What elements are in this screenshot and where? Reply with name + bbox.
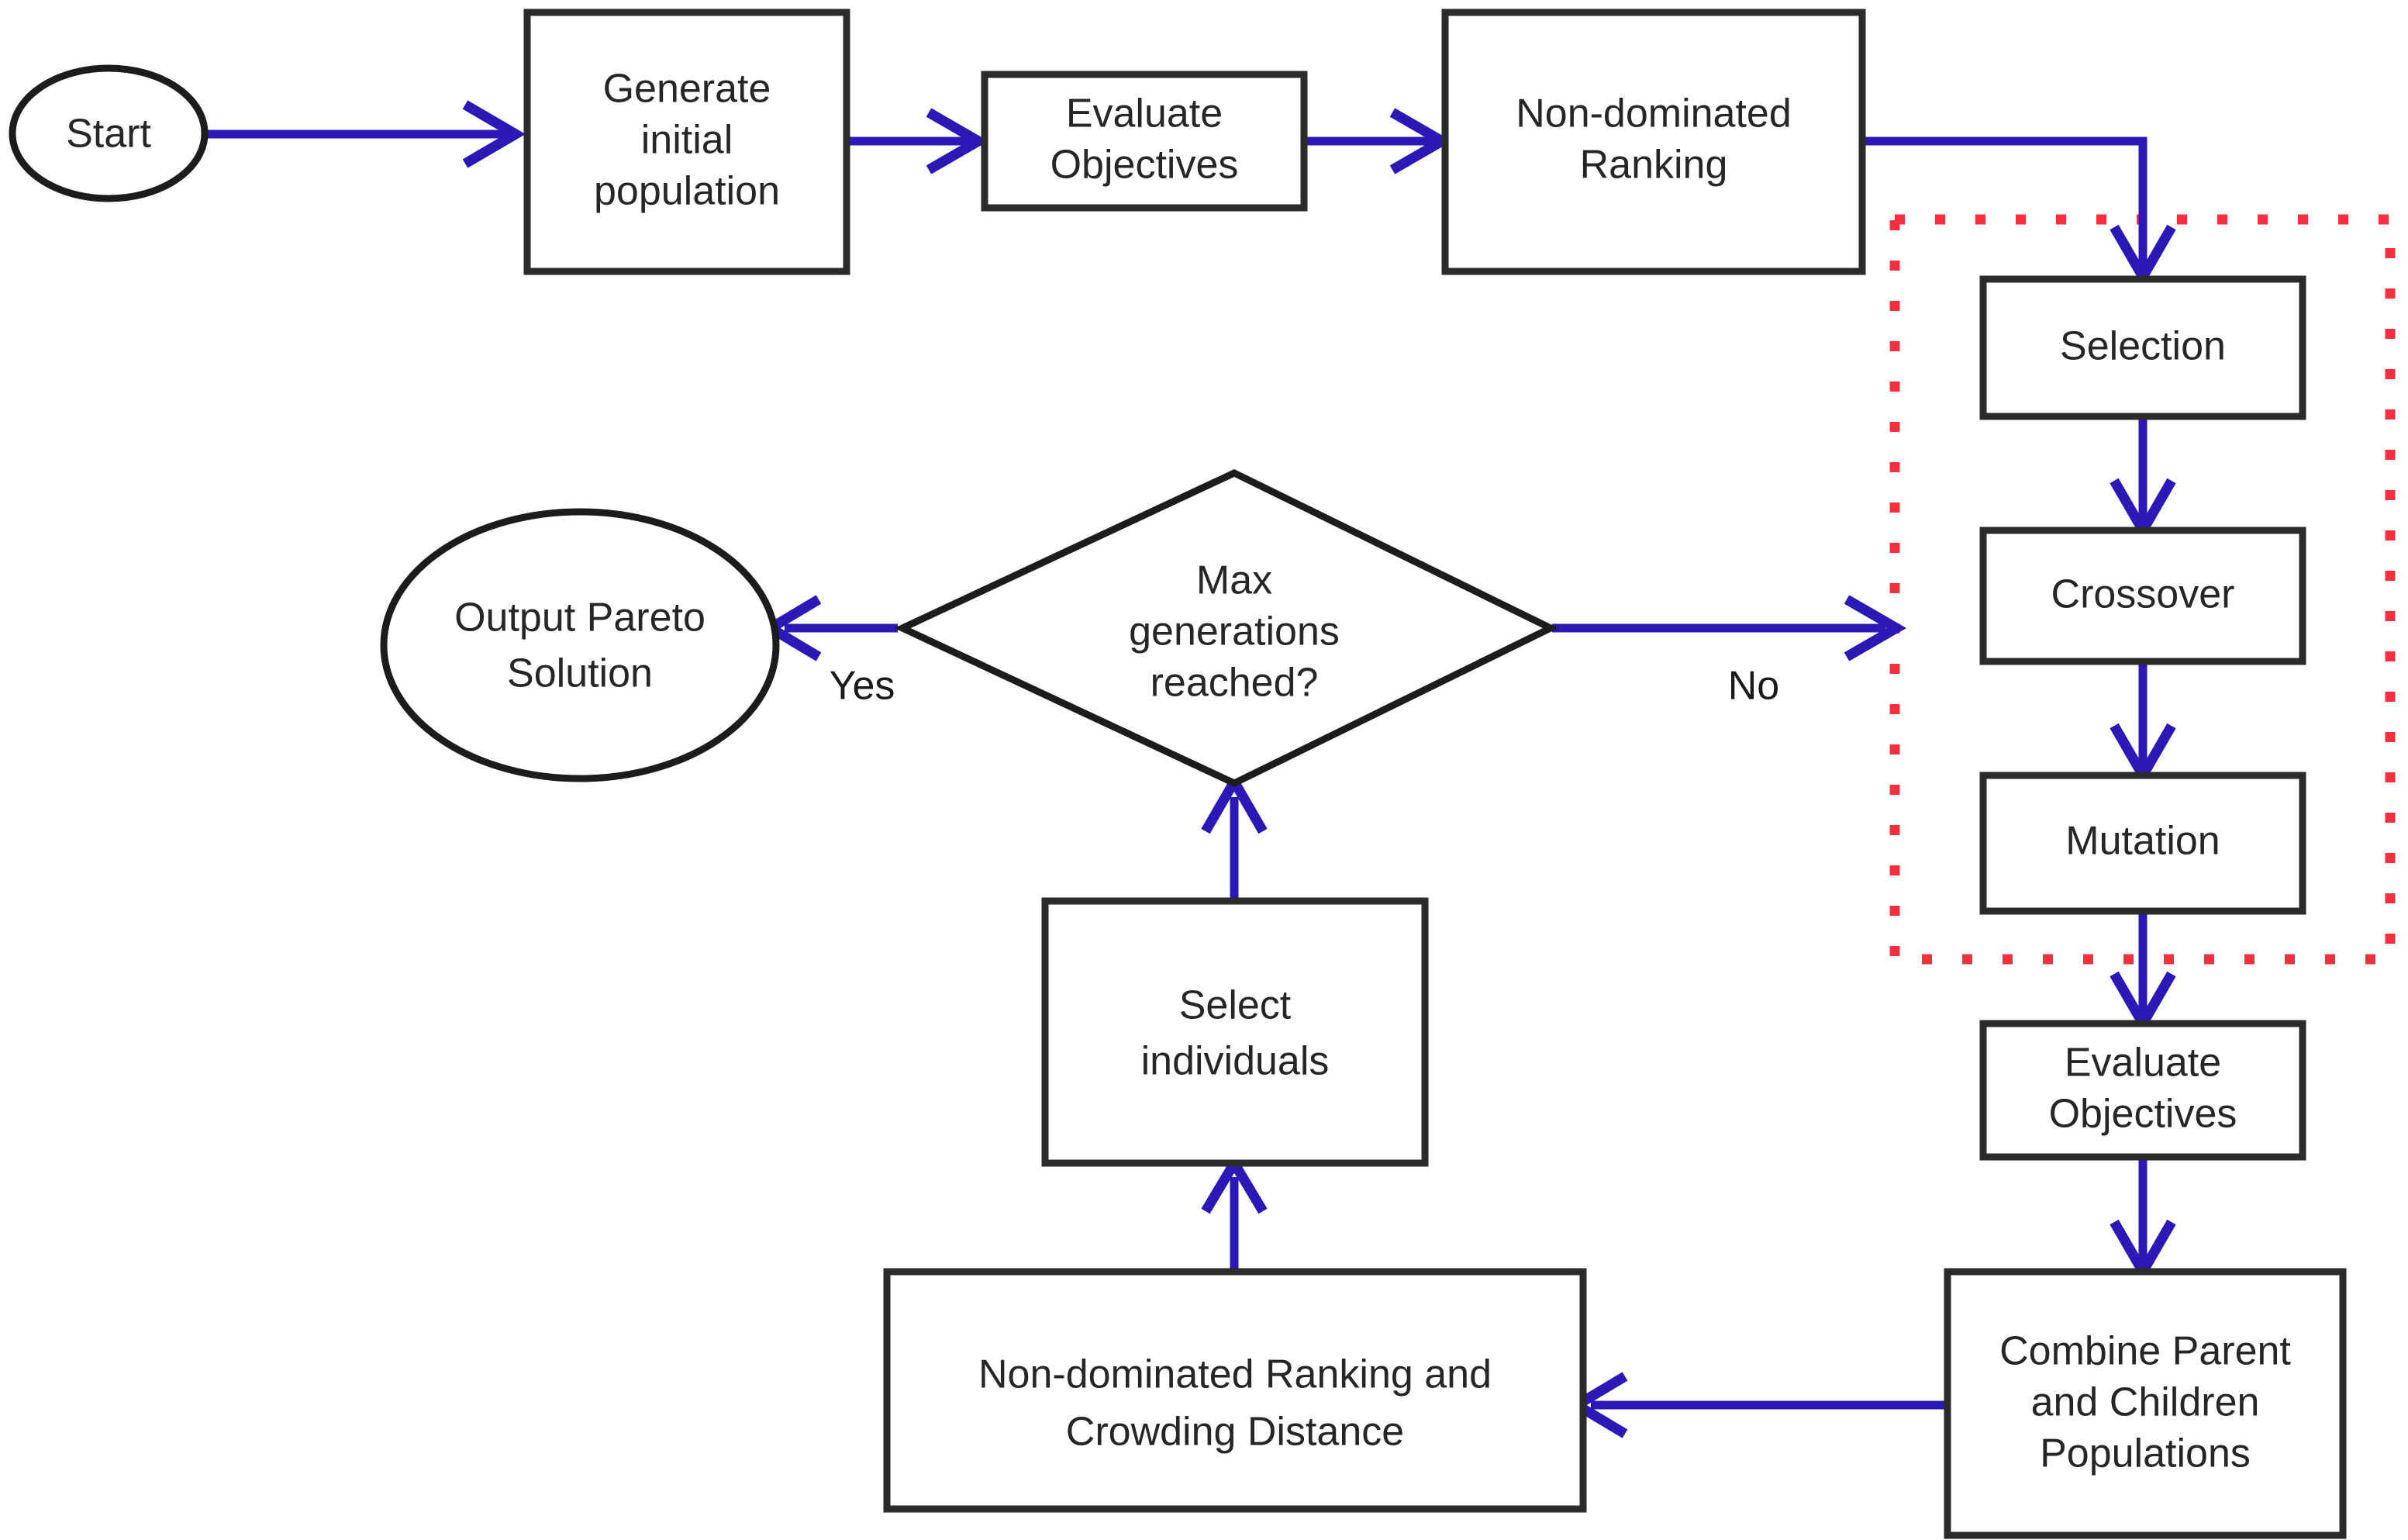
node-evaluate2-line-1: Evaluate: [2065, 1041, 2221, 1086]
node-generate-line-3: population: [594, 169, 780, 214]
node-combine-line-3: Populations: [2040, 1431, 2251, 1476]
node-crowding-line-1: Non-dominated Ranking and: [978, 1352, 1492, 1397]
node-mutation-label: Mutation: [2065, 819, 2220, 864]
node-ranking-line-1: Non-dominated: [1516, 92, 1792, 136]
node-combine-line-2: and Children: [2031, 1380, 2260, 1425]
node-output-pareto-solution[interactable]: Output Pareto Solution: [380, 508, 780, 782]
node-output-line-2: Solution: [507, 651, 653, 696]
edge-maxgen-to-group-no: [1552, 595, 1906, 661]
node-generate-initial-population[interactable]: Generate initial population: [523, 9, 850, 275]
node-selection[interactable]: Selection: [1979, 275, 2306, 420]
node-maxgen-line-2: generations: [1129, 609, 1340, 654]
node-max-generations-decision[interactable]: Max generations reached?: [894, 469, 1559, 787]
node-maxgen-line-1: Max: [1196, 558, 1272, 603]
edge-crossover-to-mutation: [2110, 661, 2176, 786]
node-crossover[interactable]: Crossover: [1979, 527, 2306, 665]
node-selection-label: Selection: [2060, 324, 2226, 369]
edge-mutation-to-evaluate2: [2110, 911, 2176, 1034]
node-generate-line-1: Generate: [603, 67, 771, 112]
node-start-label: Start: [66, 112, 151, 157]
node-generate-line-2: initial: [641, 118, 733, 163]
node-non-dominated-ranking-crowding[interactable]: Non-dominated Ranking and Crowding Dista…: [883, 1268, 1587, 1513]
node-maxgen-line-3: reached?: [1151, 661, 1319, 706]
edge-label-no: No: [1728, 664, 1779, 709]
node-crossover-label: Crossover: [2051, 572, 2235, 617]
edge-evaluate1-to-ranking: [1304, 108, 1452, 174]
node-evaluate1-line-1: Evaluate: [1066, 92, 1223, 136]
node-start[interactable]: Start: [9, 64, 209, 202]
edge-combine-to-crowding: [1567, 1372, 1947, 1438]
edge-ranking-to-selection: [1862, 136, 2176, 287]
node-evaluate-objectives-1[interactable]: Evaluate Objectives: [981, 71, 1308, 212]
node-combine-line-1: Combine Parent: [1999, 1329, 2291, 1374]
node-output-line-1: Output Pareto: [454, 596, 705, 641]
node-evaluate-objectives-2[interactable]: Evaluate Objectives: [1979, 1020, 2306, 1161]
edge-select-to-maxgen: [1201, 772, 1268, 898]
node-evaluate2-line-2: Objectives: [2049, 1092, 2237, 1137]
edge-evaluate2-to-combine: [2110, 1155, 2176, 1282]
edge-crowding-to-select: [1201, 1153, 1268, 1270]
edge-generate-to-evaluate1: [847, 108, 988, 174]
edge-start-to-generate: [208, 100, 526, 168]
edge-selection-to-crossover: [2110, 416, 2176, 540]
node-evaluate1-line-2: Objectives: [1050, 143, 1239, 188]
node-non-dominated-ranking[interactable]: Non-dominated Ranking: [1441, 9, 1866, 275]
node-crowding-line-2: Crowding Distance: [1066, 1410, 1404, 1455]
node-combine-populations[interactable]: Combine Parent and Children Populations: [1944, 1268, 2347, 1539]
node-mutation[interactable]: Mutation: [1979, 772, 2306, 915]
edge-label-yes: Yes: [830, 664, 895, 709]
edge-maxgen-to-output-yes: [761, 595, 898, 661]
node-select-line-1: Select: [1179, 983, 1292, 1028]
node-select-individuals[interactable]: Select individuals: [1041, 897, 1429, 1167]
node-select-line-2: individuals: [1141, 1039, 1330, 1084]
node-ranking-line-2: Ranking: [1580, 143, 1728, 188]
